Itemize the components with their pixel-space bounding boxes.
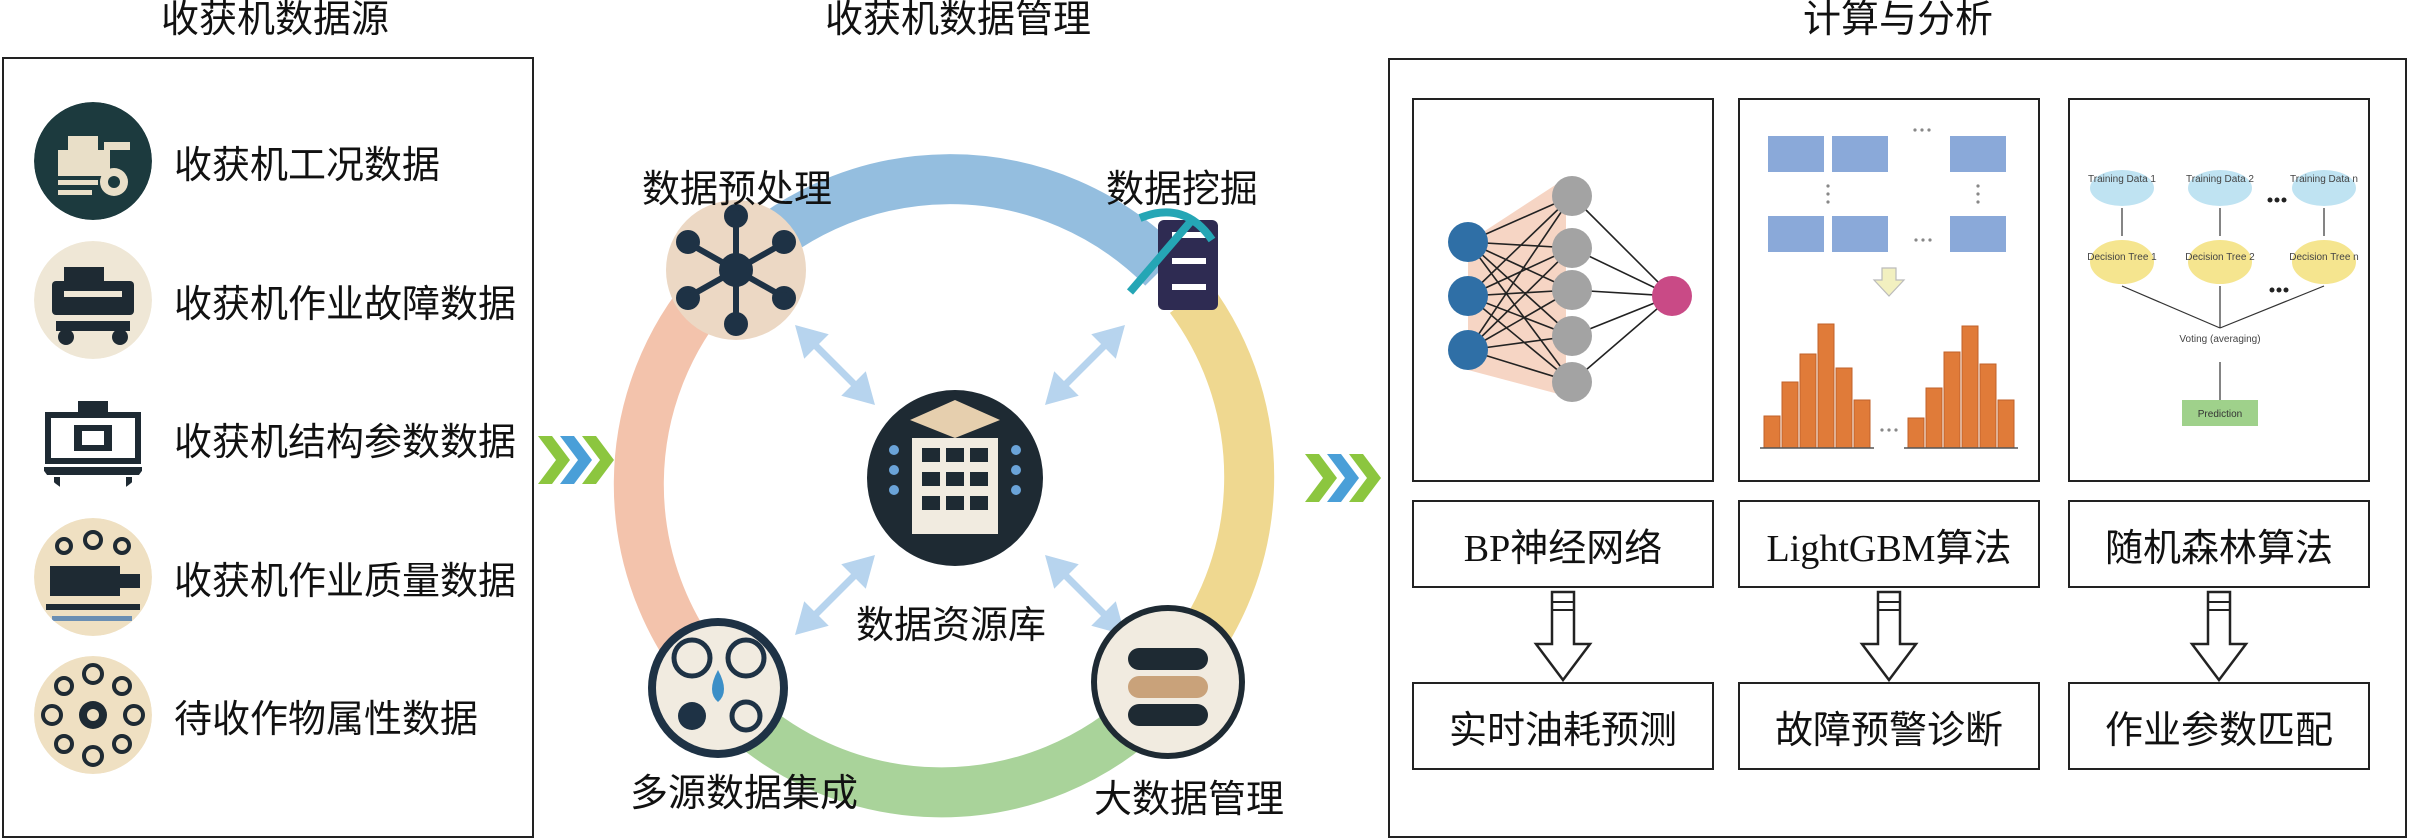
rf-training-label: Training Data 2 <box>2186 174 2254 185</box>
source-label: 收获机作业故障数据 <box>174 281 517 326</box>
source-panel: 收获机工况数据 收获机作业故障数据 <box>2 57 534 838</box>
bp-network-diagram <box>1412 98 1714 482</box>
nn-hidden-node <box>1552 228 1592 268</box>
lightgbm-diagram <box>1738 98 2040 482</box>
algorithm-label-bp: BP神经网络 <box>1412 500 1714 588</box>
algorithm-label-lightgbm: LightGBM算法 <box>1738 500 2040 588</box>
rf-tree-label: Decision Tree 2 <box>2185 252 2255 263</box>
flow-chevron-icon <box>1305 454 1381 502</box>
nn-connection <box>1467 247 1573 351</box>
nn-connection <box>1571 295 1673 383</box>
source-label: 收获机结构参数数据 <box>174 419 517 464</box>
output-label-fault: 故障预警诊断 <box>1738 682 2040 770</box>
nn-connection <box>1467 241 1573 337</box>
source-label: 收获机作业质量数据 <box>174 558 517 603</box>
nn-connection <box>1467 241 1573 383</box>
nn-hidden-node <box>1552 362 1592 402</box>
nn-hidden-node <box>1552 176 1592 216</box>
nn-connection <box>1467 295 1573 383</box>
nn-connection <box>1467 195 1573 351</box>
harvester-condition-icon <box>34 102 152 220</box>
header-analysis: 计算与分析 <box>1802 0 1993 41</box>
output-label-fuel: 实时油耗预测 <box>1412 682 1714 770</box>
down-arrow-icon <box>2189 590 2249 682</box>
data-resource-library-icon <box>867 390 1043 566</box>
down-arrow-icon <box>1859 590 1919 682</box>
node-label-integration: 多源数据集成 <box>630 771 859 815</box>
preprocess-network-icon <box>666 200 806 340</box>
nn-hidden-node <box>1552 316 1592 356</box>
nn-connection <box>1571 195 1673 297</box>
analysis-panel <box>1388 58 2407 838</box>
bigdata-database-icon <box>1091 605 1245 759</box>
nn-input-node <box>1448 222 1488 262</box>
random-forest-diagram: Training Data 1 Training Data 2 Training… <box>2068 98 2370 482</box>
source-item: 收获机工况数据 <box>34 102 440 220</box>
ring-segment-green <box>706 682 1168 818</box>
harvester-fault-icon <box>34 241 152 359</box>
rf-tree-label: Decision Tree 1 <box>2087 252 2157 263</box>
neural-network-icon <box>1448 176 1692 402</box>
header-management: 收获机数据管理 <box>824 0 1091 41</box>
ring-segment-orange <box>613 271 732 692</box>
node-label-center: 数据资源库 <box>856 603 1047 647</box>
source-item: 收获机作业故障数据 <box>34 241 516 359</box>
output-label-params: 作业参数匹配 <box>2068 682 2370 770</box>
rf-tree-label: Decision Tree n <box>2289 252 2358 263</box>
down-arrow-icon <box>1533 590 1593 682</box>
rf-training-label: Training Data n <box>2290 174 2358 185</box>
rf-prediction-label: Prediction <box>2198 409 2242 420</box>
source-item: 收获机作业质量数据 <box>34 518 516 636</box>
nn-connection <box>1467 289 1573 351</box>
source-item: 收获机结构参数数据 <box>34 379 516 497</box>
nn-input-node <box>1448 276 1488 316</box>
nn-input-node <box>1448 330 1488 370</box>
rf-training-label: Training Data 1 <box>2088 174 2156 185</box>
management-cycle <box>613 154 1275 818</box>
mining-pickaxe-icon <box>1126 208 1218 310</box>
nn-hidden-node <box>1552 270 1592 310</box>
source-label: 待收作物属性数据 <box>174 696 479 741</box>
node-label-mining: 数据挖掘 <box>1106 167 1259 211</box>
node-label-bigdata: 大数据管理 <box>1094 777 1285 821</box>
algorithm-label-random-forest: 随机森林算法 <box>2068 500 2370 588</box>
integration-globe-icon <box>648 618 788 758</box>
source-item: 待收作物属性数据 <box>34 656 478 774</box>
harvester-structure-icon <box>34 379 152 497</box>
header-source: 收获机数据源 <box>160 0 389 41</box>
harvester-quality-icon <box>34 518 152 636</box>
crop-attribute-icon <box>34 656 152 774</box>
flow-chevron-icon <box>538 436 614 484</box>
nn-connection <box>1467 195 1573 297</box>
rf-voting-label: Voting (averaging) <box>2179 334 2260 345</box>
node-label-preprocess: 数据预处理 <box>642 167 833 211</box>
source-label: 收获机工况数据 <box>174 142 441 187</box>
lightgbm-histogram-icon <box>1760 128 2018 449</box>
nn-output-node <box>1652 276 1692 316</box>
random-forest-icon: Training Data 1 Training Data 2 Training… <box>2087 170 2359 426</box>
